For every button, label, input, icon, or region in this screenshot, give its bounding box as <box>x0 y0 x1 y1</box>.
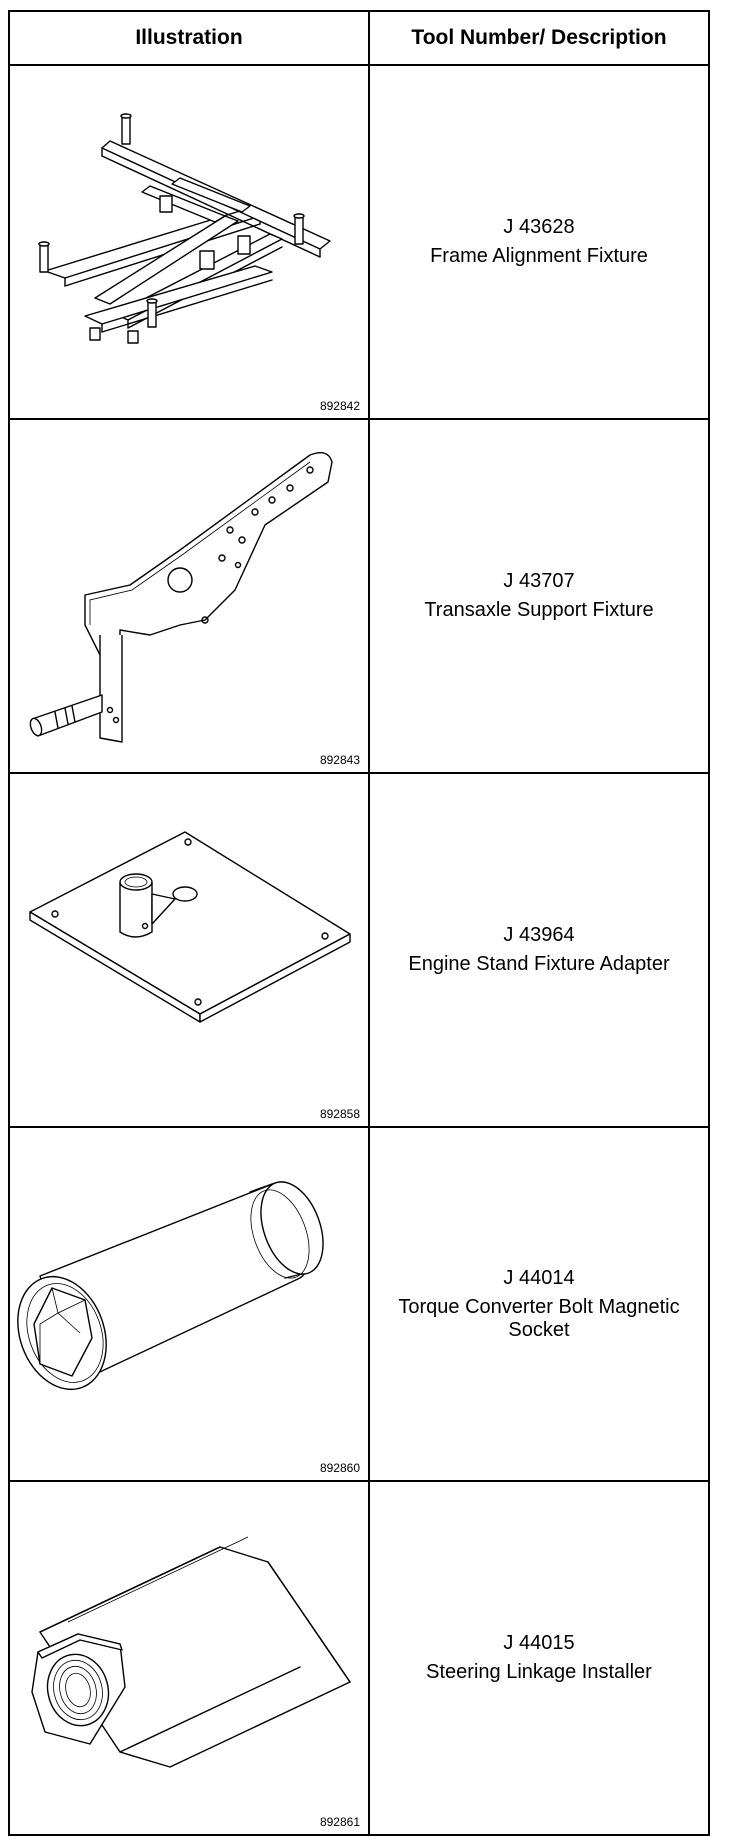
engine-stand-adapter-icon <box>29 831 351 1023</box>
tool-description: Torque Converter Bolt Magnetic Socket <box>398 1295 680 1341</box>
description-cell: J 43707 Transaxle Support Fixture <box>368 418 710 774</box>
hex-installer-icon <box>31 1536 351 1768</box>
header-illustration: Illustration <box>8 10 370 66</box>
figure-code: 892858 <box>319 1107 360 1121</box>
header-row: Illustration Tool Number/ Description <box>8 10 710 66</box>
tool-number: J 44014 <box>503 1266 575 1289</box>
tool-description: Frame Alignment Fixture <box>430 245 648 267</box>
table-row: 892861 J 44015 Steering Linkage Installe… <box>8 1480 710 1836</box>
illustration-cell: 892861 <box>8 1480 370 1836</box>
figure-code: 892860 <box>319 1461 360 1475</box>
illustration-cell: 892843 <box>8 418 370 774</box>
illustration-cell: 892858 <box>8 772 370 1128</box>
illustration-cell: 892842 <box>8 64 370 420</box>
header-tool-number-description: Tool Number/ Description <box>368 10 710 66</box>
description-cell: J 44014 Torque Converter Bolt Magnetic S… <box>368 1126 710 1482</box>
tool-description: Steering Linkage Installer <box>426 1661 652 1683</box>
description-cell: J 44015 Steering Linkage Installer <box>368 1480 710 1836</box>
table-row: 892860 J 44014 Torque Converter Bolt Mag… <box>8 1126 710 1482</box>
table-row: 892843 J 43707 Transaxle Support Fixture <box>8 418 710 774</box>
table-row: 892858 J 43964 Engine Stand Fixture Adap… <box>8 772 710 1128</box>
tool-description: Transaxle Support Fixture <box>424 599 654 621</box>
transaxle-support-fixture-icon <box>29 452 333 743</box>
description-cell: J 43964 Engine Stand Fixture Adapter <box>368 772 710 1128</box>
special-tools-table: Illustration Tool Number/ Description <box>8 10 710 1836</box>
frame-alignment-fixture-icon <box>38 113 331 344</box>
magnetic-socket-icon <box>17 1181 324 1391</box>
tool-number: J 43628 <box>503 216 575 238</box>
description-cell: J 43628 Frame Alignment Fixture <box>368 64 710 420</box>
tool-number: J 43964 <box>503 924 575 946</box>
tool-number: J 43707 <box>503 570 575 592</box>
table-row: 892842 J 43628 Frame Alignment Fixture <box>8 64 710 420</box>
figure-code: 892861 <box>319 1815 360 1829</box>
illustration-cell: 892860 <box>8 1126 370 1482</box>
tool-description: Engine Stand Fixture Adapter <box>408 953 670 975</box>
tool-number: J 44015 <box>503 1632 575 1654</box>
figure-code: 892843 <box>319 753 360 767</box>
figure-code: 892842 <box>319 399 360 413</box>
